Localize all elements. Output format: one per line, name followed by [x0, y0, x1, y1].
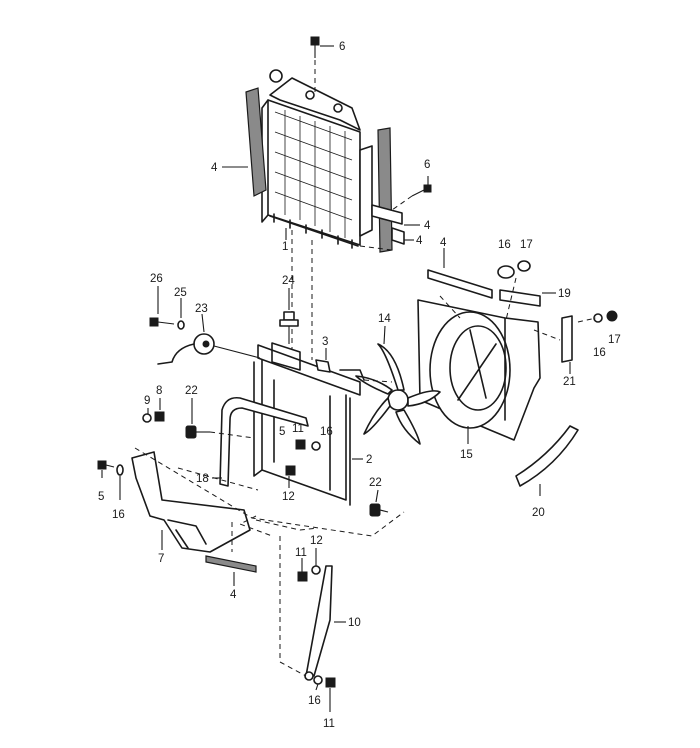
pin-icon [279, 311, 299, 344]
callout-19: 19 [558, 288, 571, 300]
callout-2: 2 [366, 454, 372, 466]
mounting-bracket-7 [131, 451, 251, 553]
callout-21: 21 [563, 376, 576, 388]
foam-strip-right [377, 127, 393, 253]
callout-10: 10 [348, 617, 361, 629]
radiator-core [261, 69, 373, 249]
foam-strip-4 [427, 269, 493, 299]
callout-5: 5 [98, 491, 104, 503]
callout-9: 9 [144, 395, 150, 407]
callout-12: 12 [282, 491, 295, 503]
callout-16: 16 [112, 509, 125, 521]
foam-strip-left [245, 87, 267, 197]
stay-rod-10 [304, 565, 333, 681]
callout-26: 26 [150, 273, 163, 285]
callout-7: 7 [158, 553, 164, 565]
callout-4: 4 [230, 589, 237, 601]
callout-17: 17 [520, 239, 533, 251]
foam-arc-20 [515, 425, 579, 487]
foam-strip-clip [391, 227, 405, 245]
radiator-frame [253, 342, 365, 506]
nut-icon [593, 310, 618, 323]
callout-14: 14 [378, 313, 391, 325]
bolt-icon [411, 184, 432, 197]
callout-3: 3 [322, 336, 328, 348]
bolt-icon [97, 460, 124, 476]
callout-11: 11 [295, 547, 307, 559]
rubber-mount-icon [497, 260, 531, 279]
bolt-icon [149, 317, 185, 330]
callout-23: 23 [195, 303, 208, 315]
fan-shroud [417, 299, 541, 441]
callout-22: 22 [369, 477, 382, 489]
callout-15: 15 [460, 449, 473, 461]
nut-icon [142, 411, 165, 423]
bracket-21 [561, 315, 573, 363]
callout-5: 5 [279, 426, 285, 438]
callout-8: 8 [156, 385, 162, 397]
foam-strip-bottom [205, 555, 257, 573]
callout-20: 20 [532, 507, 545, 519]
callout-4: 4 [416, 235, 423, 247]
callout-4: 4 [211, 162, 218, 174]
callout-6: 6 [424, 159, 430, 171]
callout-11: 11 [323, 718, 335, 730]
callout-16: 16 [593, 347, 606, 359]
nut-icon [285, 439, 321, 476]
callout-16: 16 [308, 695, 321, 707]
callout-16: 16 [320, 426, 333, 438]
fan-switch-sensor [157, 333, 215, 365]
callout-16: 16 [498, 239, 511, 251]
callout-25: 25 [174, 287, 187, 299]
callout-24: 24 [282, 275, 295, 287]
foam-strip-19 [499, 289, 541, 307]
bolt-icon [185, 425, 210, 439]
bolt-icon [310, 36, 320, 58]
foam-strip-small [371, 204, 403, 225]
callout-6: 6 [339, 41, 345, 53]
callout-4: 4 [424, 220, 431, 232]
clip-3 [315, 359, 331, 373]
callout-4: 4 [440, 237, 447, 249]
callout-1: 1 [282, 241, 288, 253]
callout-11: 11 [292, 423, 304, 435]
callout-18: 18 [196, 473, 209, 485]
callout-17: 17 [608, 334, 621, 346]
callout-12: 12 [310, 535, 323, 547]
hose-18 [219, 396, 309, 487]
bolt-icon [369, 503, 389, 517]
callout-22: 22 [185, 385, 198, 397]
fan-blade [355, 343, 441, 445]
